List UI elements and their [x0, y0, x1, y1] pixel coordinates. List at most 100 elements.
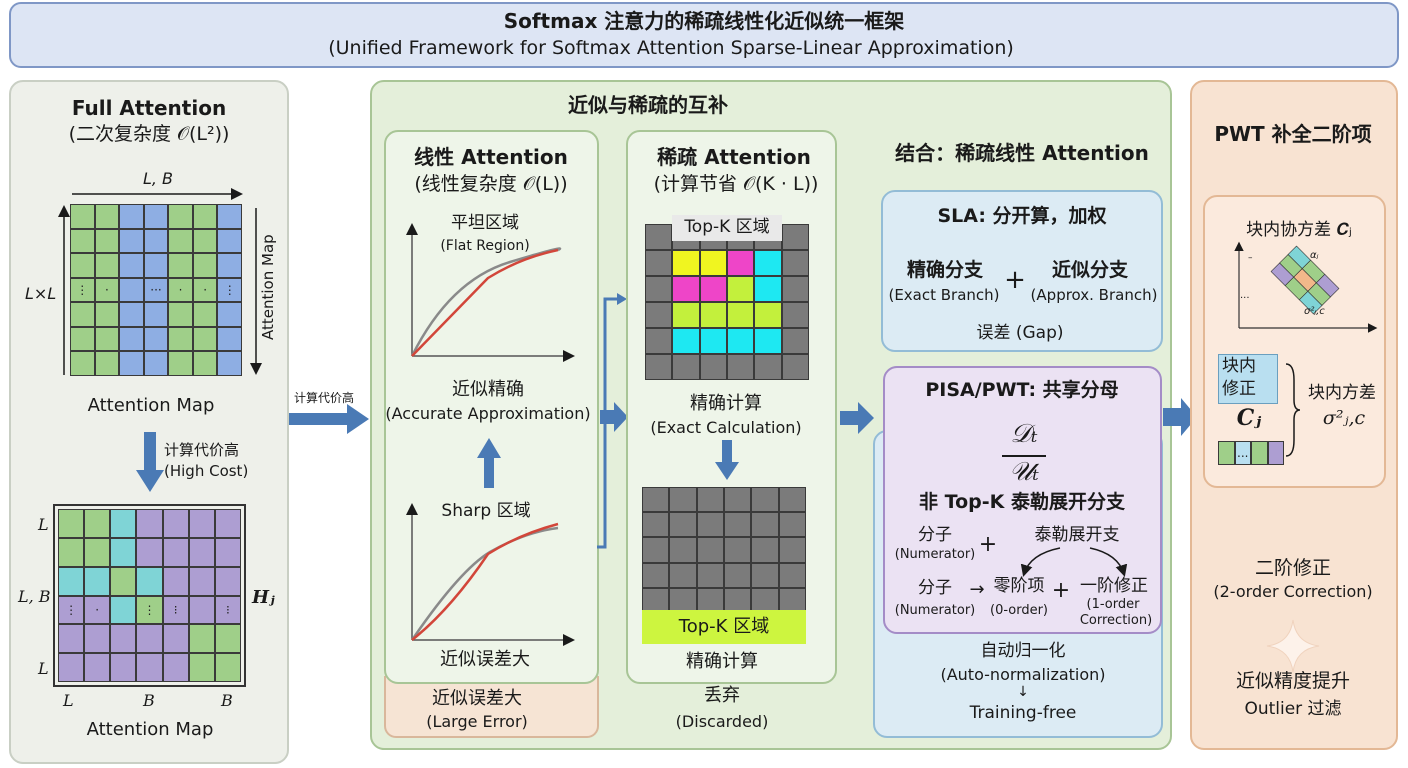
- approx-branch-zh: 近似分支: [1051, 259, 1129, 281]
- block-row-label: L: [38, 515, 49, 534]
- large-error-box-zh: 近似误差大: [432, 688, 522, 709]
- block-dots: ·: [84, 595, 111, 625]
- pisa-arrow: →: [969, 579, 985, 600]
- high-cost-en: (High Cost): [164, 462, 249, 480]
- block-dots: ⁝: [214, 595, 241, 625]
- full-attention-map: ⋮······⋮: [70, 204, 242, 376]
- sla-title: SLA: 分开算，加权: [937, 205, 1107, 227]
- auto-norm-en: (Auto-normalization): [940, 665, 1106, 684]
- alpha-label: αⱼ: [1310, 250, 1319, 261]
- sigma-small: σ²ⱼ,c: [1304, 306, 1325, 317]
- full-attention-title: Full Attention: [71, 96, 227, 120]
- tick-mark: –: [1248, 253, 1253, 263]
- topk-bottom-bar: [642, 610, 806, 644]
- high-cost-zh: 计算代价高: [164, 441, 240, 459]
- sparkle-icon: [1266, 619, 1320, 673]
- var-sym: σ²ⱼ,c: [1322, 407, 1366, 429]
- block-col-label: B: [221, 691, 233, 710]
- map-dots: ·: [94, 277, 120, 303]
- combo-title: 结合：稀疏线性 Attention: [895, 141, 1149, 165]
- sharp-region-plot: [406, 503, 575, 646]
- sparse-title: 稀疏 Attention: [657, 145, 811, 169]
- connector-arrow-icon: [289, 404, 369, 434]
- exact-branch-en: (Exact Branch): [888, 286, 1000, 304]
- corr-zh1: 块内: [1222, 356, 1256, 376]
- pisa-plus1: +: [978, 532, 998, 557]
- block-map-frame: [53, 504, 246, 687]
- cj-label: 𝑪ⱼ: [1236, 405, 1262, 431]
- title-banner: [9, 2, 1399, 68]
- up-arrow-icon: [477, 438, 501, 488]
- map-dots: ·: [192, 277, 218, 303]
- zero-order-en: (0-order): [989, 603, 1049, 618]
- axis-left-label: L×L: [25, 284, 57, 303]
- gap-label: 误差 (Gap): [976, 323, 1064, 343]
- approx-branch-en: (Approx. Branch): [1030, 286, 1158, 304]
- down-arrow-icon: [136, 432, 164, 492]
- down-arrow-icon: [715, 440, 739, 480]
- sparse-complexity: (计算节省 𝒪(K · L)): [653, 173, 819, 195]
- right-arrow-icon: [1163, 398, 1197, 436]
- axis-right-label: Attention Map: [259, 234, 277, 340]
- complement-title: 近似与稀疏的互补: [568, 93, 728, 117]
- first-order-en1: (1-order: [1086, 597, 1140, 612]
- block-col-label: L: [63, 691, 74, 710]
- map-dots: ⋮: [70, 277, 95, 303]
- accurate-approx-zh: 近似精确: [452, 379, 524, 400]
- numerator-zh: 分子: [918, 525, 952, 545]
- exact-calc-en: (Exact Calculation): [650, 418, 802, 437]
- block-dots: ⋮: [58, 595, 85, 625]
- frac-denominator: 𝒰ₜ: [1009, 457, 1039, 487]
- second-order-zh: 二阶修正: [1254, 557, 1332, 579]
- first-order-zh: 一阶修正: [1080, 576, 1148, 596]
- right-arrow-icon: [600, 402, 628, 432]
- exact-calc-zh: 精确计算: [690, 393, 762, 414]
- topk-top-label-bg: [672, 215, 782, 241]
- block-row-label: L, B: [18, 587, 51, 606]
- linear-complexity: (线性复杂度 𝒪(L)): [414, 173, 568, 195]
- full-attention-axes: [58, 188, 262, 375]
- sla-box: [881, 190, 1163, 352]
- block-col-label: B: [143, 691, 155, 710]
- topk-bottom-label: Top-K 区域: [678, 616, 770, 637]
- training-free: Training-free: [969, 703, 1077, 723]
- pisa-title: PISA/PWT: 共享分母: [925, 379, 1119, 401]
- sla-plus: +: [1004, 265, 1026, 295]
- block-h-label: Hⱼ: [252, 587, 275, 608]
- taylor-branch: 泰勒展开支: [1034, 525, 1120, 545]
- connector-label: 计算代价高: [294, 391, 355, 405]
- large-error-box: [384, 676, 599, 738]
- mini-strip: ...: [1218, 441, 1284, 465]
- auto-norm-zh: 自动归一化: [980, 641, 1066, 661]
- large-error-box-en: (Large Error): [426, 712, 528, 731]
- outlier-filter: Outlier 过滤: [1244, 699, 1342, 719]
- exact-branch-zh: 精确分支: [906, 259, 984, 281]
- numerator2-en: (Numerator): [894, 603, 976, 618]
- discarded-zh: 丢弃: [704, 685, 740, 706]
- map-dots: ⋮: [217, 277, 242, 303]
- pisa-plus2: +: [1051, 578, 1071, 603]
- down-arrow-small: ↓: [1017, 684, 1029, 700]
- covariance-plot: [1234, 241, 1378, 333]
- non-topk-title: 非 Top-K 泰勒展开分支: [919, 491, 1125, 513]
- exact-calc2-zh: 精确计算: [686, 651, 758, 672]
- brace-icon: [1285, 363, 1301, 457]
- cov-label: 块内协方差 𝑪ⱼ: [1246, 220, 1352, 240]
- flat-region-plot: [406, 223, 575, 362]
- accurate-approx-en: (Accurate Approximation): [385, 404, 591, 423]
- improve-zh: 近似精度提升: [1235, 670, 1351, 692]
- corr-box: [1218, 354, 1278, 404]
- pwt-title: PWT 补全二阶项: [1214, 122, 1372, 146]
- discarded-en: (Discarded): [675, 712, 769, 731]
- block-dots: ⋮: [136, 595, 163, 625]
- mini-dots: ...: [1234, 441, 1251, 465]
- flat-region-zh: 平坦区域: [451, 213, 519, 233]
- block-dots: ⁝: [162, 595, 189, 625]
- block-attention-map: ⋮·⋮⁝⁝: [58, 509, 241, 682]
- large-error-zh: 近似误差大: [440, 649, 530, 670]
- frac-numerator: 𝒟ₜ: [1010, 419, 1038, 449]
- block-map-label: Attention Map: [86, 719, 214, 740]
- flat-region-en: (Flat Region): [440, 238, 530, 254]
- numerator-en: (Numerator): [894, 547, 976, 562]
- linear-attention-panel: [384, 130, 599, 684]
